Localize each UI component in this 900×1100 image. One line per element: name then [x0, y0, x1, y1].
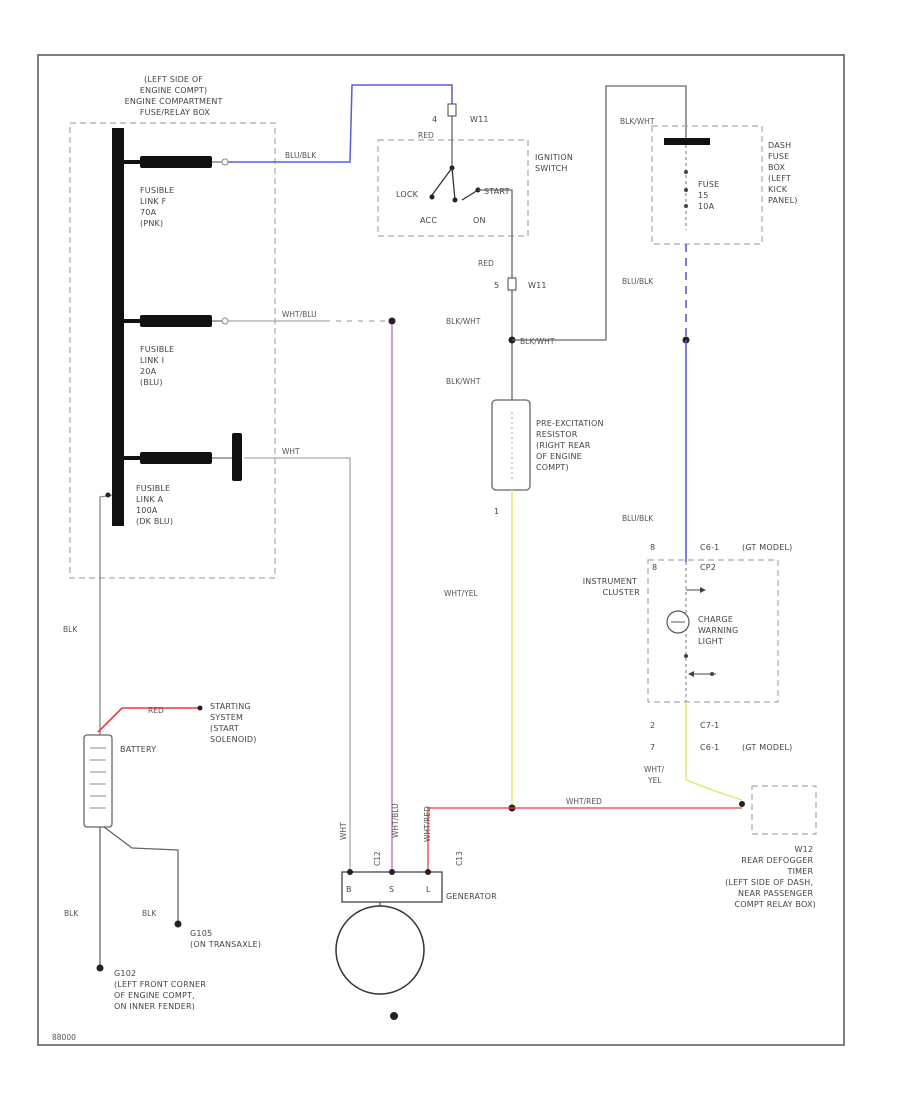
dash-fuse-bus [664, 138, 710, 145]
fusible-link-f [140, 156, 212, 168]
connector-c6-1-bottom: C6-1 [700, 743, 719, 752]
ignition-switch-box [377, 139, 529, 237]
ground-g102-label: G102 (LEFT FRONT CORNER OF ENGINE COMPT,… [114, 969, 209, 1011]
wire-label-blk-batt: BLK [63, 625, 78, 634]
ignition-acc: ACC [420, 216, 437, 225]
pre-excitation-resistor [491, 399, 531, 491]
wire-label-red-batt: RED [148, 706, 164, 715]
battery-icon [83, 734, 113, 828]
wire-label-blk-wht-low: BLK/WHT [446, 377, 481, 386]
pin-5: 5 [494, 281, 499, 290]
diagram-frame [37, 54, 845, 1046]
ground-g105 [174, 920, 182, 928]
connector-c6-1-top: C6-1 [700, 543, 719, 552]
cluster-pin-7: 7 [650, 743, 655, 752]
fuse-box-title: (LEFT SIDE OF ENGINE COMPT) ENGINE COMPA… [125, 75, 226, 117]
bus-bar [112, 128, 124, 526]
wire-blk-g105 [103, 826, 179, 924]
pin-4: 4 [432, 115, 437, 124]
wire-label-wht-blu-gen: WHT/BLU [391, 803, 400, 838]
generator-terminal-l: L [426, 885, 431, 894]
wire-label-blk-wht-top: BLK/WHT [620, 117, 655, 126]
wire-label-wht-blu: WHT/BLU [282, 310, 317, 319]
generator-terminal-b: B [346, 885, 352, 894]
connector-c6-1-top-note: (GT MODEL) [742, 543, 792, 552]
wire-label-blk-g102: BLK [64, 909, 79, 918]
connector-c12: C12 [373, 851, 382, 866]
ignition-lock: LOCK [396, 190, 419, 199]
cluster-pin-2: 2 [650, 721, 655, 730]
dash-fuse-box [651, 125, 763, 245]
fusible-link-a [140, 452, 212, 464]
ground-g105-label: G105 (ON TRANSAXLE) [190, 929, 261, 949]
resistor-title: PRE-EXCITATION RESISTOR (RIGHT REAR OF E… [536, 419, 606, 472]
splice-wht-blu [388, 317, 396, 325]
wire-blu-blk-f [228, 84, 453, 163]
wire-label-wht-red-gen: WHT/RED [423, 806, 432, 842]
wire-label-blk-wht-r: BLK/WHT [520, 337, 555, 346]
wire-label-blk-g105: BLK [142, 909, 157, 918]
connector-c6-1-bottom-note: (GT MODEL) [742, 743, 792, 752]
connector-cp2: CP2 [700, 563, 716, 572]
connector-c13: C13 [455, 851, 464, 866]
wire-red-battery-start [97, 707, 200, 733]
fusible-link-f-label: FUSIBLE LINK F 70A (PNK) [140, 186, 177, 228]
wire-label-wht-gen: WHT [339, 822, 348, 840]
connector-c7-1: C7-1 [700, 721, 719, 730]
ignition-on: ON [473, 216, 486, 225]
ground-g102 [96, 964, 104, 972]
generator-ground [390, 1012, 398, 1020]
instrument-cluster-box [647, 559, 779, 703]
dash-fuse-label: FUSE 15 10A [698, 180, 722, 211]
wire-wht-main [244, 457, 351, 872]
wire-label-red-top: RED [418, 131, 434, 140]
dash-fuse-box-title: DASH FUSE BOX (LEFT KICK PANEL) [768, 141, 798, 205]
fusible-link-a-connector [232, 433, 242, 481]
instrument-cluster-title: INSTRUMENT CLUSTER [583, 577, 641, 597]
battery-label: BATTERY [120, 745, 156, 754]
generator-terminal-s: S [389, 885, 394, 894]
generator-label: GENERATOR [446, 892, 497, 901]
wire-label-wht-yel-r: WHT/ YEL [644, 765, 667, 785]
starting-system-label: STARTING SYSTEM (START SOLENOID) [210, 702, 257, 744]
wire-label-blk-wht-mid: BLK/WHT [446, 317, 481, 326]
ignition-switch-title: IGNITION SWITCH [535, 153, 576, 173]
wire-wht-red [427, 807, 742, 870]
rear-defogger-title: W12 REAR DEFOGGER TIMER (LEFT SIDE OF DA… [725, 845, 816, 909]
charge-warning-light-label: CHARGE WARNING LIGHT [698, 615, 741, 646]
cluster-pin-8: 8 [650, 543, 655, 552]
footer-code: 88000 [52, 1033, 76, 1042]
wire-label-red-sw: RED [478, 259, 494, 268]
wire-label-wht: WHT [282, 447, 300, 456]
connector-w11-bottom: W11 [528, 281, 547, 290]
cluster-pin-8-inner: 8 [652, 563, 657, 572]
generator-connector [341, 871, 443, 903]
wire-blk-wht-dash [512, 85, 687, 341]
generator-icon [335, 905, 425, 995]
rear-defogger-timer-box [751, 785, 817, 835]
connector-w11-top: W11 [470, 115, 489, 124]
wire-label-wht-yel: WHT/YEL [444, 589, 478, 598]
wire-blk-bus-battery [99, 494, 113, 735]
fuse-relay-box [69, 122, 276, 579]
wire-label-wht-red: WHT/RED [566, 797, 602, 806]
wire-label-blu-blk-r: BLU/BLK [622, 277, 654, 286]
fusible-link-i-label: FUSIBLE LINK I 20A (BLU) [140, 345, 177, 387]
wire-label-blu-blk: BLU/BLK [285, 151, 317, 160]
resistor-pin-1: 1 [494, 507, 499, 516]
fusible-link-a-label: FUSIBLE LINK A 100A (DK BLU) [136, 484, 173, 526]
fusible-link-i [140, 315, 212, 327]
wire-wht-yel-cluster [685, 702, 743, 801]
ignition-start: START [484, 187, 510, 196]
wire-label-blu-blk-r2: BLU/BLK [622, 514, 654, 523]
